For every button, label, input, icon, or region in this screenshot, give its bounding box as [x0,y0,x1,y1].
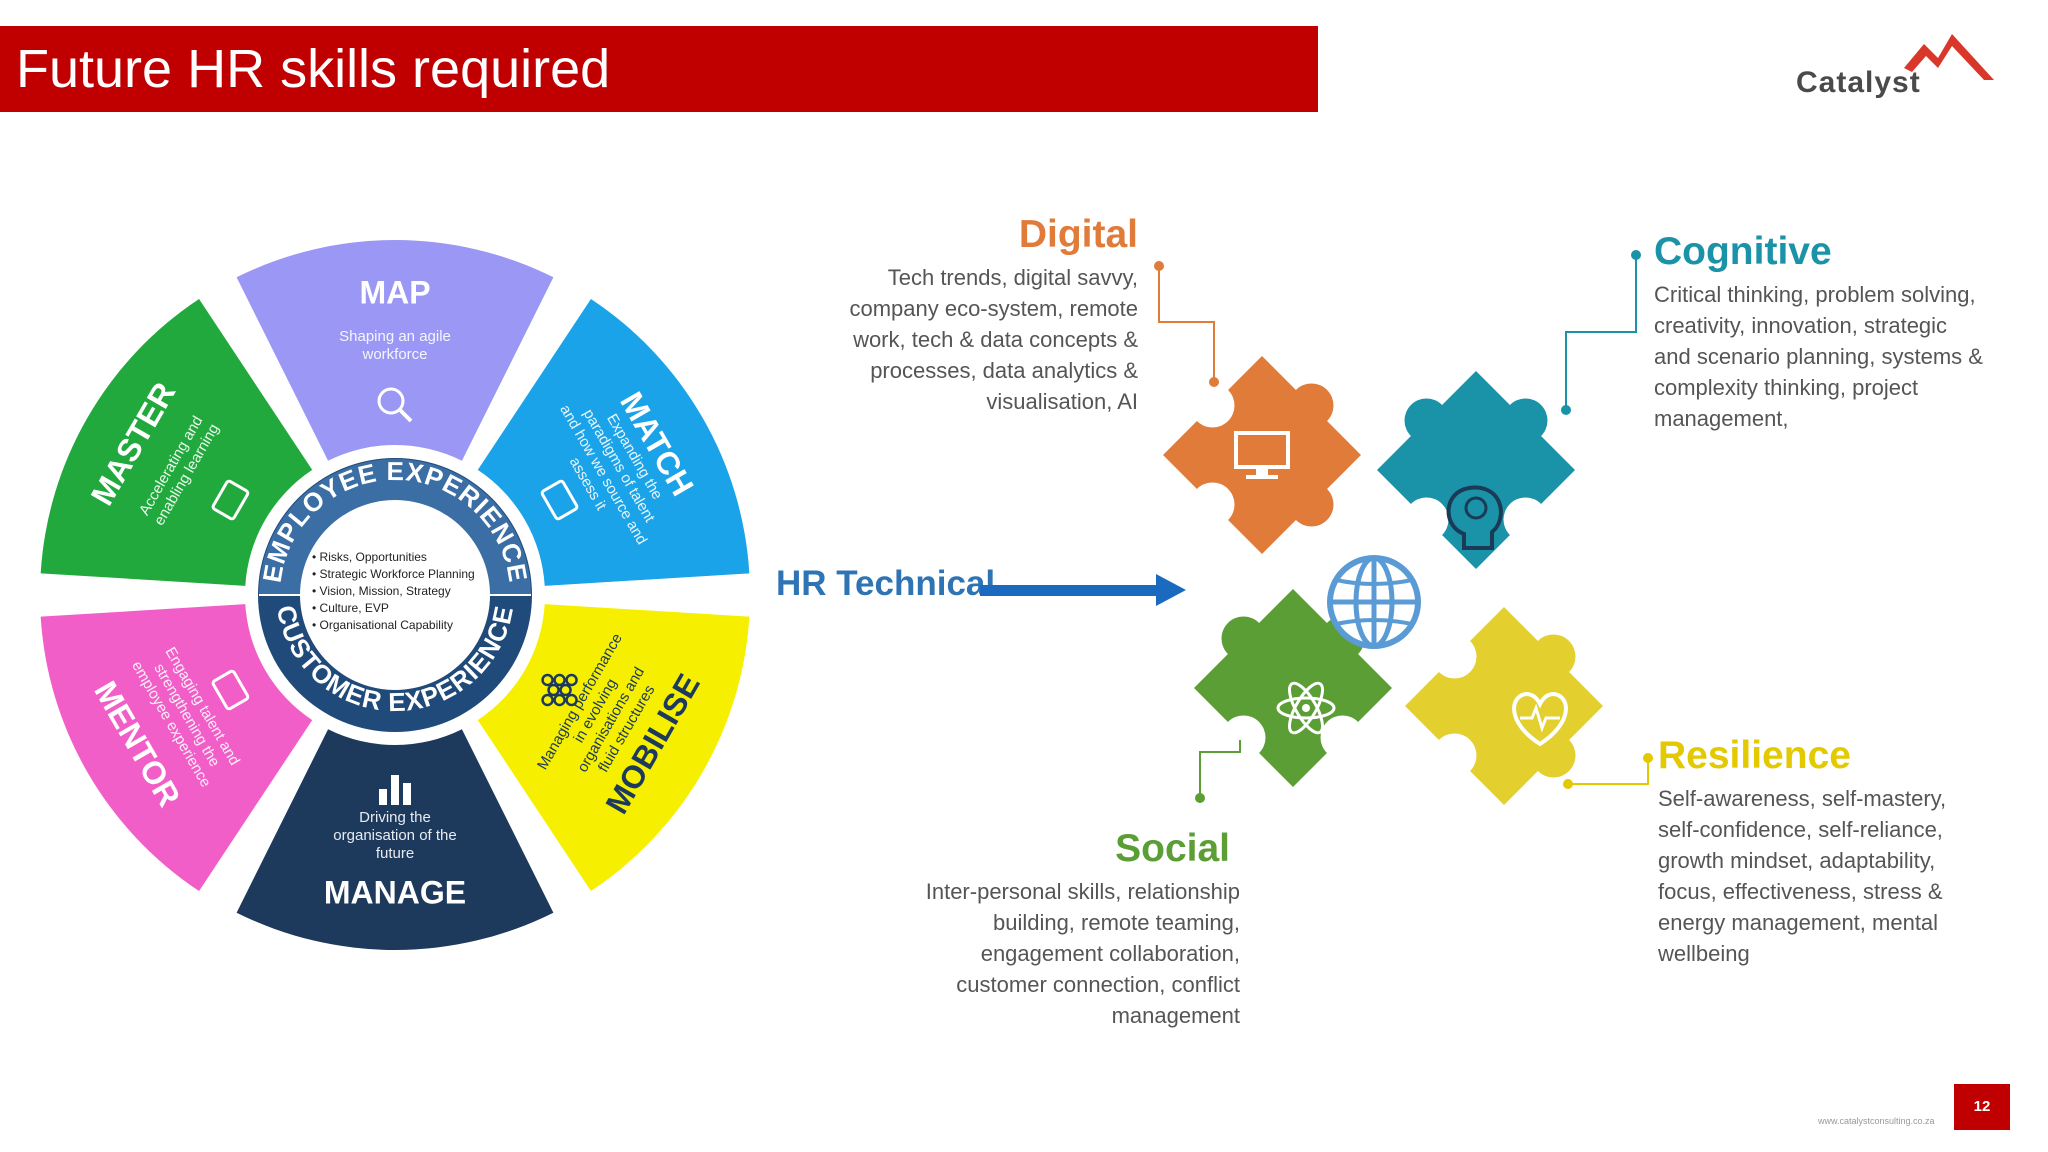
digital-line: visualisation, AI [986,389,1138,414]
resilience-line: energy management, mental [1658,910,1939,935]
social-line: Inter-personal skills, relationship [925,879,1240,904]
digital-block: Digital Tech trends, digital savvy, comp… [780,212,1138,417]
atom-icon [1276,681,1336,735]
resilience-title: Resilience [1658,734,1851,777]
resilience-line: focus, effectiveness, stress & [1658,879,1943,904]
cognitive-line: and scenario planning, systems & [1654,344,1983,369]
resilience-line: self-confidence, self-reliance, [1658,817,1943,842]
mountain-logo-icon [1904,34,1994,80]
cognitive-block: Cognitive Critical thinking, problem sol… [1654,229,2034,434]
people-icon [211,669,250,711]
resilience-description: Self-awareness, self-mastery, self-confi… [1658,783,2018,969]
logo-text: Catalyst [1796,66,1921,99]
resilience-line: Self-awareness, self-mastery, [1658,786,1947,811]
resilience-block: Resilience Self-awareness, self-mastery,… [1658,733,2018,969]
inner-bullet-item: • Strategic Workforce Planning [312,567,475,581]
cognitive-line: complexity thinking, project [1654,375,1919,400]
resilience-line: wellbeing [1658,941,1750,966]
certificate-icon [211,479,250,521]
digital-line: company eco-system, remote [849,296,1138,321]
digital-title: Digital [1018,213,1138,256]
catalyst-logo: Catalyst [1796,28,2006,108]
website-url: www.catalystconsulting.co.za [1818,1116,1935,1126]
puzzle-diagram [1154,261,1630,821]
cognitive-description: Critical thinking, problem solving, crea… [1654,279,2034,434]
cognitive-title: Cognitive [1654,230,1832,273]
inner-bullet-item: • Risks, Opportunities [312,550,427,564]
cognitive-line: Critical thinking, problem solving, [1654,282,1976,307]
digital-line: processes, data analytics & [870,358,1138,383]
cognitive-line: creativity, innovation, strategic [1654,313,1948,338]
globe-icon [1327,555,1421,649]
inner-bullet-item: • Culture, EVP [312,601,389,615]
digital-line: Tech trends, digital savvy, [887,265,1138,290]
social-line: building, remote teaming, [992,910,1240,935]
cognitive-line: management, [1654,406,1789,431]
inner-bullet-item: • Organisational Capability [312,618,453,632]
social-line: engagement collaboration, [980,941,1240,966]
magnifier-icon [377,387,413,423]
page-number: 12 [1954,1084,2010,1130]
brain-head-icon [1446,485,1503,550]
monitor-icon [1234,431,1290,479]
inner-bullet-list: • Risks, Opportunities • Strategic Workfo… [312,550,475,632]
social-title: Social [1115,827,1230,870]
social-block: Social Inter-personal skills, relationsh… [860,826,1240,1031]
hr-technical-label: HR Technical [776,564,996,603]
social-description: Inter-personal skills, relationship buil… [860,876,1240,1031]
digital-description: Tech trends, digital savvy, company eco-… [780,262,1138,417]
network-icon [541,673,578,707]
social-line: customer connection, conflict [956,972,1240,997]
slide-title: Future HR skills required [16,39,611,99]
digital-line: work, tech & data concepts & [853,327,1138,352]
inner-bullet-item: • Vision, Mission, Strategy [312,584,451,598]
resilience-line: growth mindset, adaptability, [1658,848,1936,873]
bar-chart-icon [379,775,411,805]
heartbeat-icon [1512,691,1568,747]
social-line: management [1111,1003,1240,1028]
segment-title-map: MAP [359,274,430,310]
title-bar: Future HR skills required [0,26,1318,112]
id-card-icon [540,479,579,521]
segment-title-manage: MANAGE [324,874,466,910]
right-arrow-icon [980,574,1186,606]
